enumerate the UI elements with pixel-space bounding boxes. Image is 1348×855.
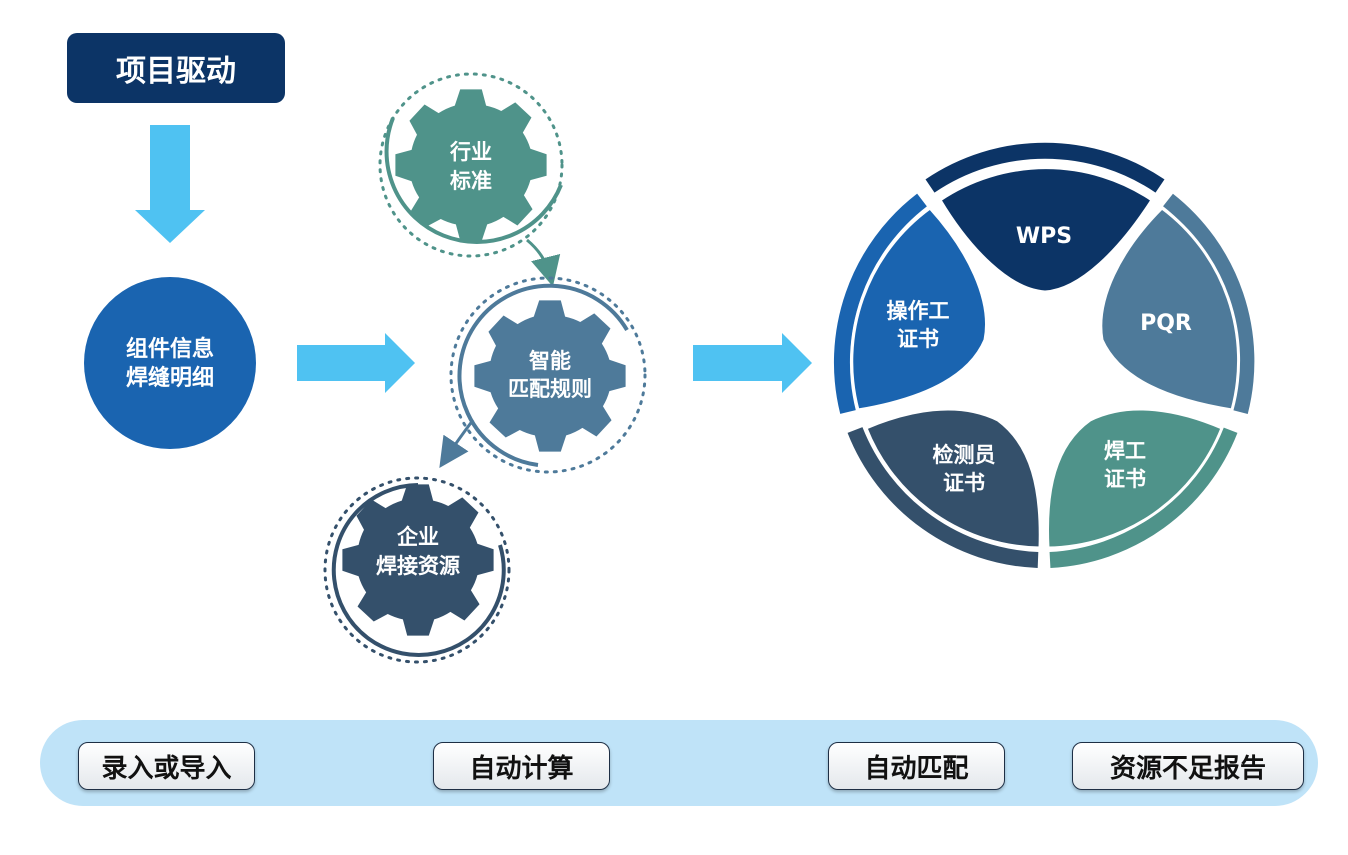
component-info-line1: 组件信息 [126,336,214,362]
connector-arrow-icon [526,238,561,287]
enterprise-resources-gear: 企业 焊接资源 [323,476,511,664]
component-info-circle [84,277,256,449]
certification-cycle: WPS PQR 焊工 证书 检测员 证书 操作工 证书 [833,142,1255,568]
industry-standard-line1: 行业 [449,140,492,164]
industry-standard-line2: 标准 [450,169,492,193]
smart-matching-line2: 匹配规则 [508,377,592,401]
auto-calculate-step-button[interactable]: 自动计算 [433,742,610,790]
project-driven-title: 项目驱动 [67,33,285,103]
operator-cert-line1: 操作工 [887,299,950,323]
auto-match-step-button[interactable]: 自动匹配 [828,742,1005,790]
inspector-cert-line2: 证书 [943,471,985,495]
down-arrow-icon [135,125,205,243]
wps-label: WPS [1016,224,1072,249]
industry-standard-gear: 行业 标准 [378,72,564,258]
shortage-report-step-button[interactable]: 资源不足报告 [1072,742,1304,790]
smart-matching-line1: 智能 [529,349,571,373]
right-arrow-icon [693,333,812,393]
pqr-label: PQR [1140,311,1192,336]
welder-cert-line2: 证书 [1104,467,1146,491]
enterprise-resources-line1: 企业 [396,525,439,549]
right-arrow-icon [297,333,415,393]
inspector-cert-line1: 检测员 [933,443,996,467]
connector-arrow-icon [439,419,475,468]
enterprise-resources-line2: 焊接资源 [376,554,460,578]
import-step-button[interactable]: 录入或导入 [78,742,255,790]
component-info-line2: 焊缝明细 [126,365,214,391]
welder-cert-line1: 焊工 [1104,439,1146,463]
smart-matching-gear: 智能 匹配规则 [449,276,647,474]
operator-cert-line2: 证书 [897,327,939,351]
